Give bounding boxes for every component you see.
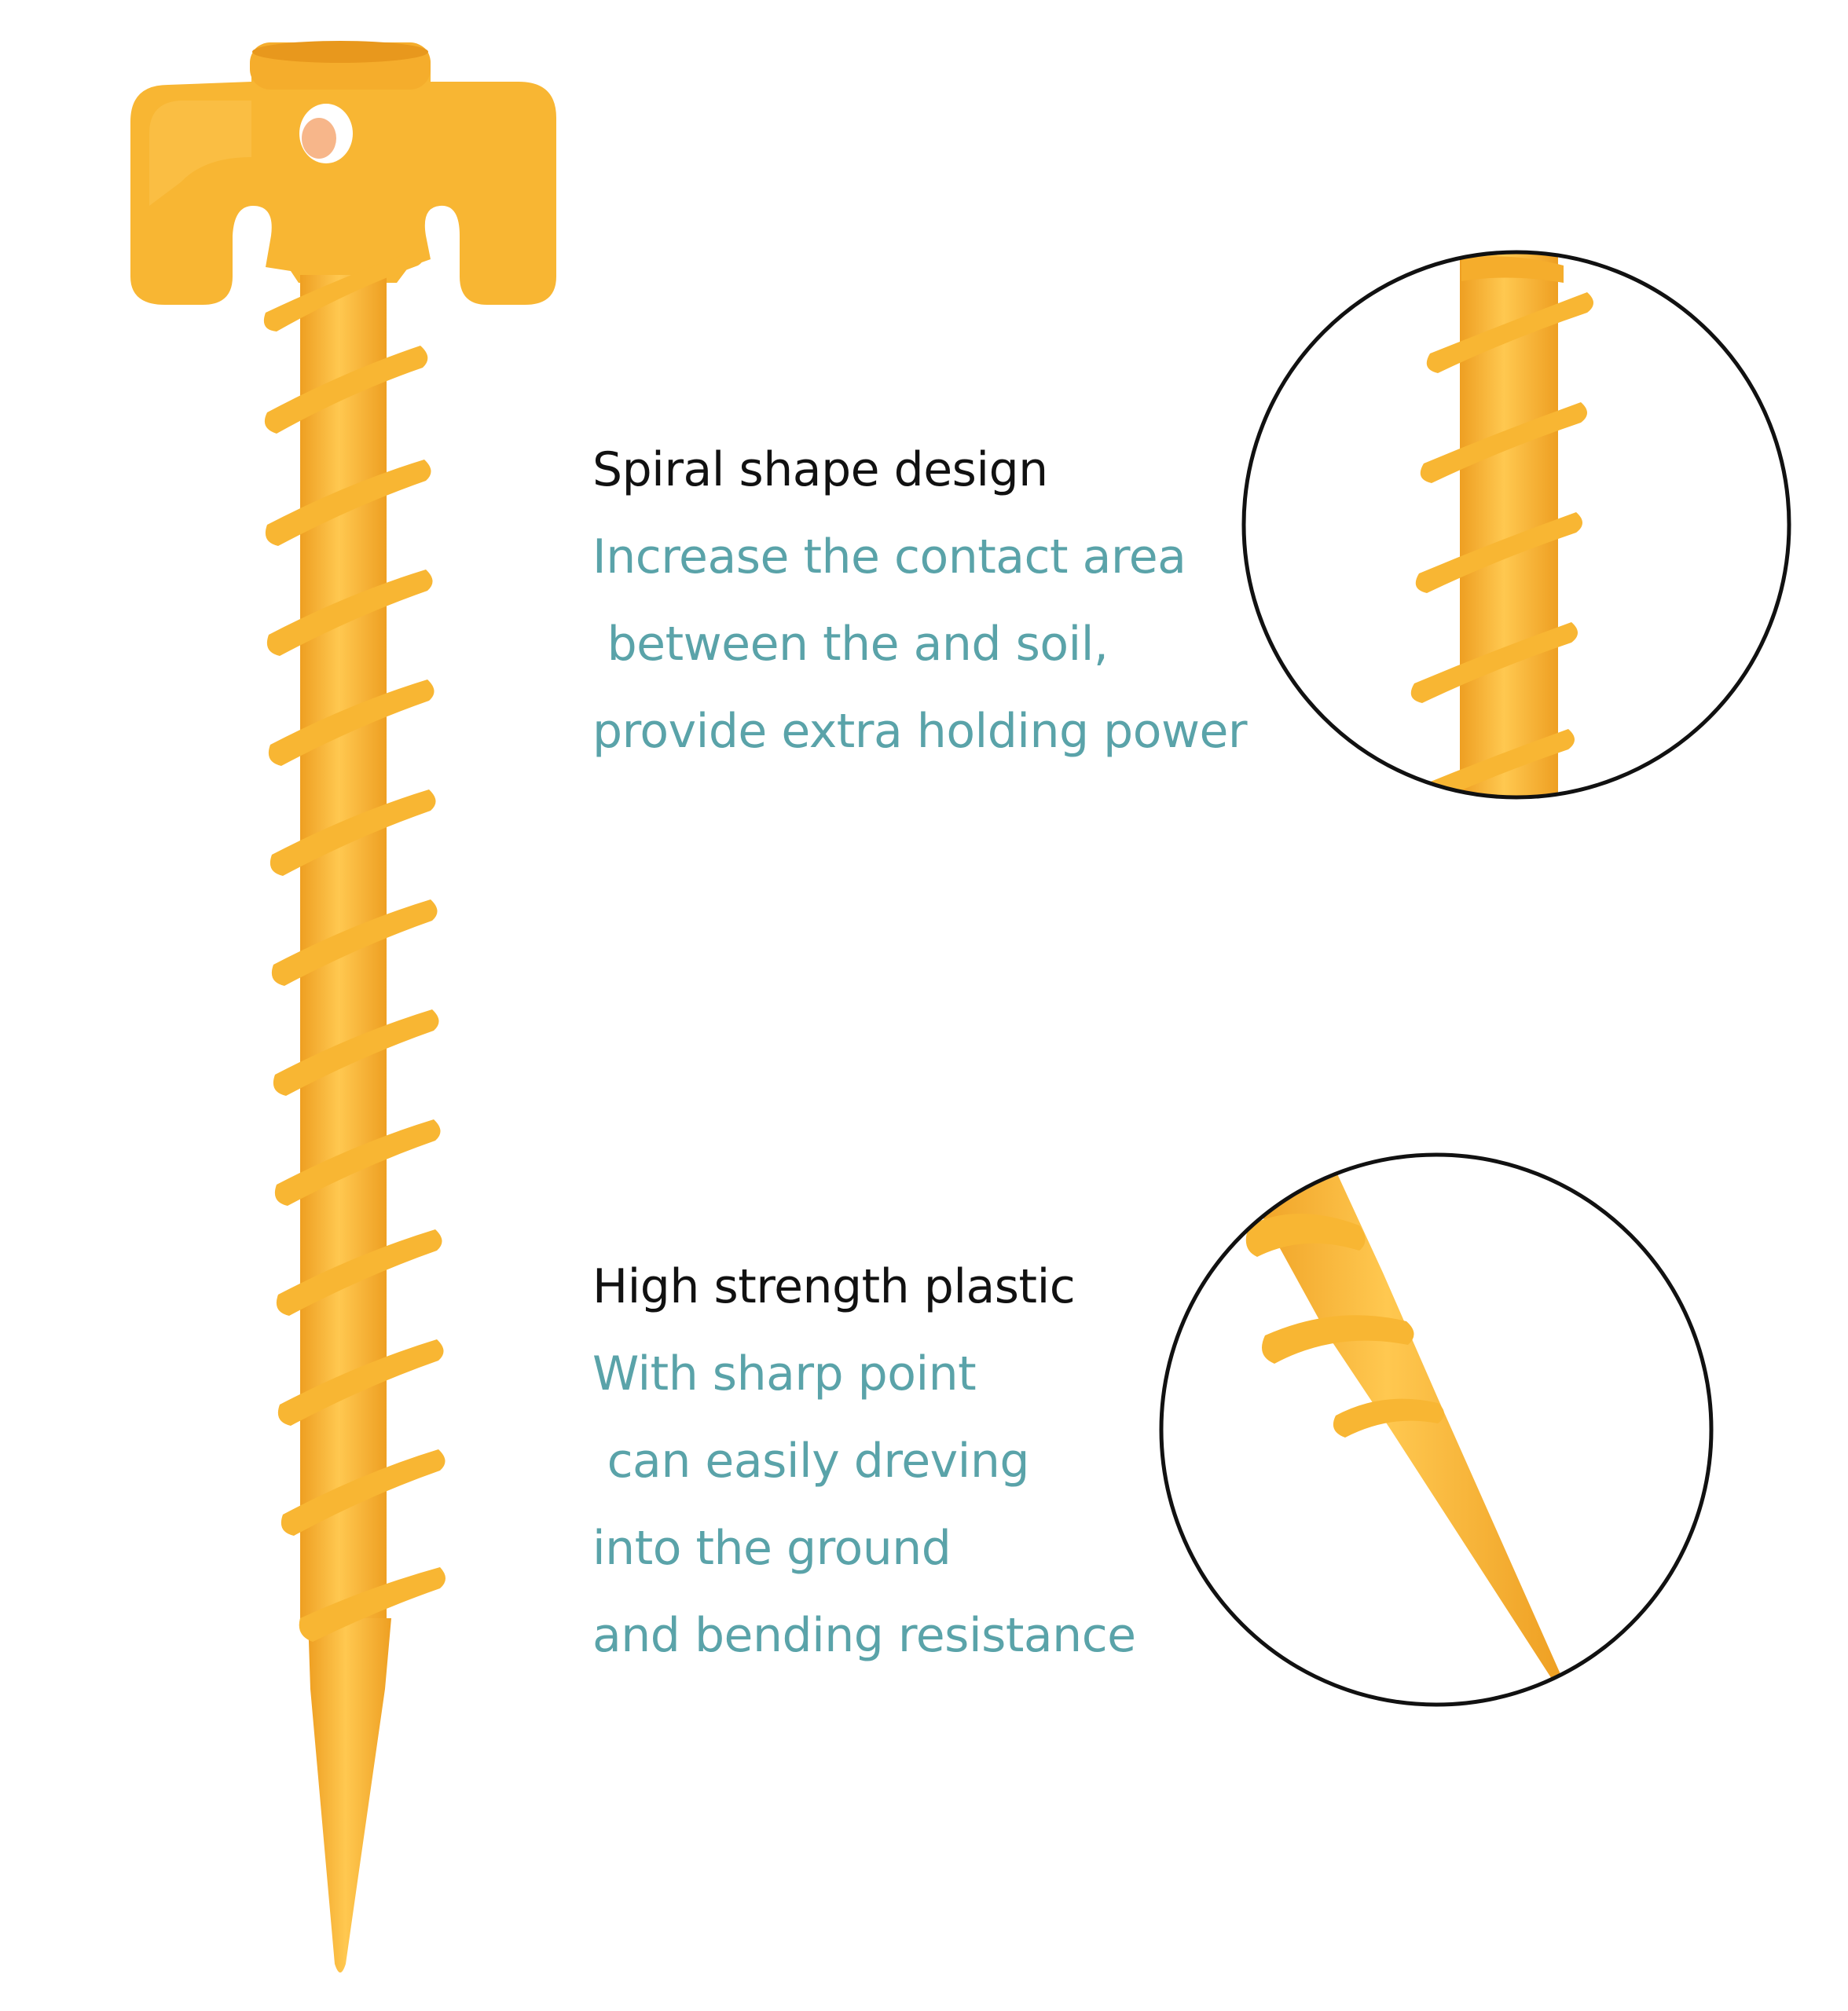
tip-detail-circle-outline — [1159, 1152, 1714, 1707]
stake-tip — [308, 1618, 391, 1973]
stake-spiral-threads — [263, 250, 446, 1642]
spiral-feature-line-1: Increase the contact area — [592, 529, 1186, 584]
plastic-feature-line-4: and bending resistance — [592, 1608, 1136, 1663]
plastic-feature-line-1: With sharp point — [592, 1346, 977, 1401]
plastic-feature-line-3: into the ground — [592, 1521, 952, 1576]
tip-detail-circle — [1159, 1152, 1714, 1707]
stake-hook-head — [130, 43, 556, 305]
spiral-detail-circle-outline — [1241, 250, 1791, 800]
spiral-feature-line-3: provide extra holding power — [592, 704, 1248, 759]
plastic-feature-heading: High strength plastic — [592, 1259, 1076, 1314]
tent-stake-image — [130, 41, 556, 1973]
spiral-feature-line-2: between the and soil, — [592, 617, 1109, 672]
plastic-feature-block: High strength plastic With sharp point c… — [592, 1263, 1136, 1659]
spiral-feature-block: Spiral shape design Increase the contact… — [592, 442, 1248, 759]
spiral-detail-circle — [1241, 250, 1791, 800]
plastic-feature-line-2: can easily dreving — [592, 1434, 1030, 1489]
spiral-feature-heading: Spiral shape design — [592, 442, 1048, 497]
